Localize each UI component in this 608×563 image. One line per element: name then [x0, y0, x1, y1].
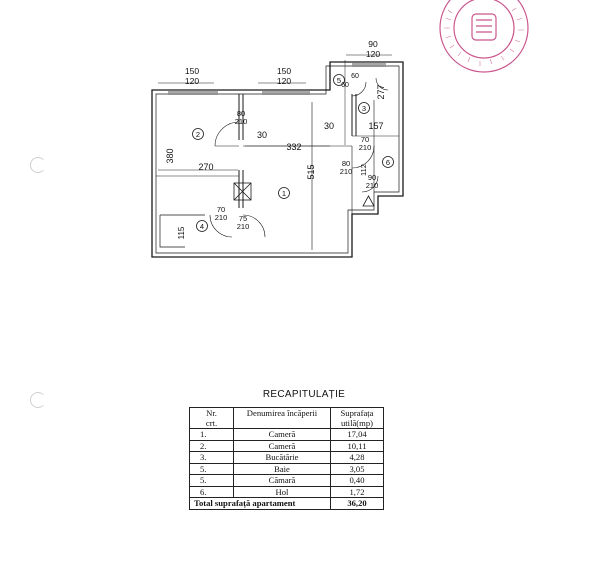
dim-door-g-height: 60: [341, 82, 349, 89]
punch-hole-top: [30, 157, 46, 173]
dim-door-d-width: 75: [239, 214, 247, 223]
dim-door-c-height: 210: [359, 143, 372, 152]
room-marker-2: 2: [196, 130, 200, 139]
col-header-nr-line2: crt.: [205, 418, 218, 428]
dim-277: 277: [376, 84, 386, 99]
room-marker-3: 3: [362, 104, 366, 113]
row-area: 10,11: [330, 439, 384, 452]
dim-window3-width: 90: [368, 39, 378, 49]
dim-window2-height: 120: [277, 76, 291, 86]
row-name: Bucătărie: [233, 451, 331, 464]
dim-door-d-height: 210: [237, 222, 250, 231]
row-nr: 5.: [189, 462, 234, 475]
row-area: 4,28: [330, 451, 384, 464]
total-value: 36,20: [330, 497, 384, 510]
punch-hole-bottom: [30, 392, 46, 408]
col-header-area-line1: Suprafața: [340, 408, 374, 418]
row-name: Cameră: [233, 428, 331, 441]
floor-plan: 1 2 3 4 5 6 150 120 150 120 90 120 80 21…: [151, 39, 404, 258]
table-row: 2. Cameră 10,11: [189, 439, 384, 452]
table-row: 1. Cameră 17,04: [189, 428, 384, 441]
row-area: 17,04: [330, 428, 384, 441]
col-header-nr: Nr. crt.: [189, 407, 234, 429]
row-area: 1,72: [330, 485, 384, 498]
room-marker-4: 4: [200, 222, 204, 231]
dim-door-a-width: 80: [237, 109, 245, 118]
dim-door-e-width: 70: [217, 205, 225, 214]
table-row: 5. Cămară 0,40: [189, 474, 384, 487]
dim-380: 380: [165, 148, 175, 163]
dim-window1-width: 150: [185, 66, 199, 76]
row-name: Cameră: [233, 439, 331, 452]
dim-30-a: 30: [257, 130, 267, 140]
row-area: 3,05: [330, 462, 384, 475]
col-header-area-line2: utilă(mp): [341, 418, 373, 428]
dim-door-g-width: 60: [351, 73, 359, 80]
table-row: 5. Baie 3,05: [189, 462, 384, 475]
table-header-row: Nr. crt. Denumirea încăperii Suprafața u…: [189, 407, 384, 429]
total-label: Total suprafață apartament: [189, 497, 331, 510]
room-marker-1: 1: [282, 189, 286, 198]
total-row: Total suprafață apartament 36,20: [189, 497, 384, 510]
dim-door-f-width: 90: [368, 173, 376, 182]
row-area: 0,40: [330, 474, 384, 487]
col-header-nr-line1: Nr.: [206, 408, 217, 418]
dim-window2-width: 150: [277, 66, 291, 76]
dim-door-c-width: 70: [361, 135, 369, 144]
dim-515: 515: [306, 164, 316, 179]
dim-30-b: 30: [324, 121, 334, 131]
row-nr: 2.: [189, 439, 234, 452]
row-name: Baie: [233, 462, 331, 475]
room-marker-5: 5: [337, 76, 341, 85]
dim-door-b-width: 80: [342, 159, 350, 168]
dim-115: 115: [177, 226, 186, 239]
dim-door-f-height: 210: [366, 181, 379, 190]
col-header-area: Suprafața utilă(mp): [330, 407, 384, 429]
dim-332: 332: [286, 142, 301, 152]
dim-door-e-height: 210: [215, 213, 228, 222]
dim-window1-height: 120: [185, 76, 199, 86]
dim-270: 270: [198, 162, 213, 172]
recap-table: Nr. crt. Denumirea încăperii Suprafața u…: [189, 407, 384, 510]
dim-door-b-height: 210: [340, 167, 353, 176]
row-nr: 6.: [189, 485, 234, 498]
col-header-name: Denumirea încăperii: [233, 407, 331, 429]
row-nr: 5.: [189, 474, 234, 487]
recap-title: RECAPITULAȚIE: [262, 389, 346, 400]
table-row: 6. Hol 1,72: [189, 485, 384, 498]
dim-157: 157: [368, 121, 383, 131]
dim-door-a-height: 210: [235, 117, 248, 126]
table-row: 3. Bucătărie 4,28: [189, 451, 384, 464]
dim-window3-height: 120: [366, 49, 380, 59]
row-nr: 1.: [189, 428, 234, 441]
official-stamp: [439, 0, 529, 73]
row-name: Cămară: [233, 474, 331, 487]
row-name: Hol: [233, 485, 331, 498]
row-nr: 3.: [189, 451, 234, 464]
dim-112: 112: [359, 164, 368, 176]
room-marker-6: 6: [386, 158, 390, 167]
